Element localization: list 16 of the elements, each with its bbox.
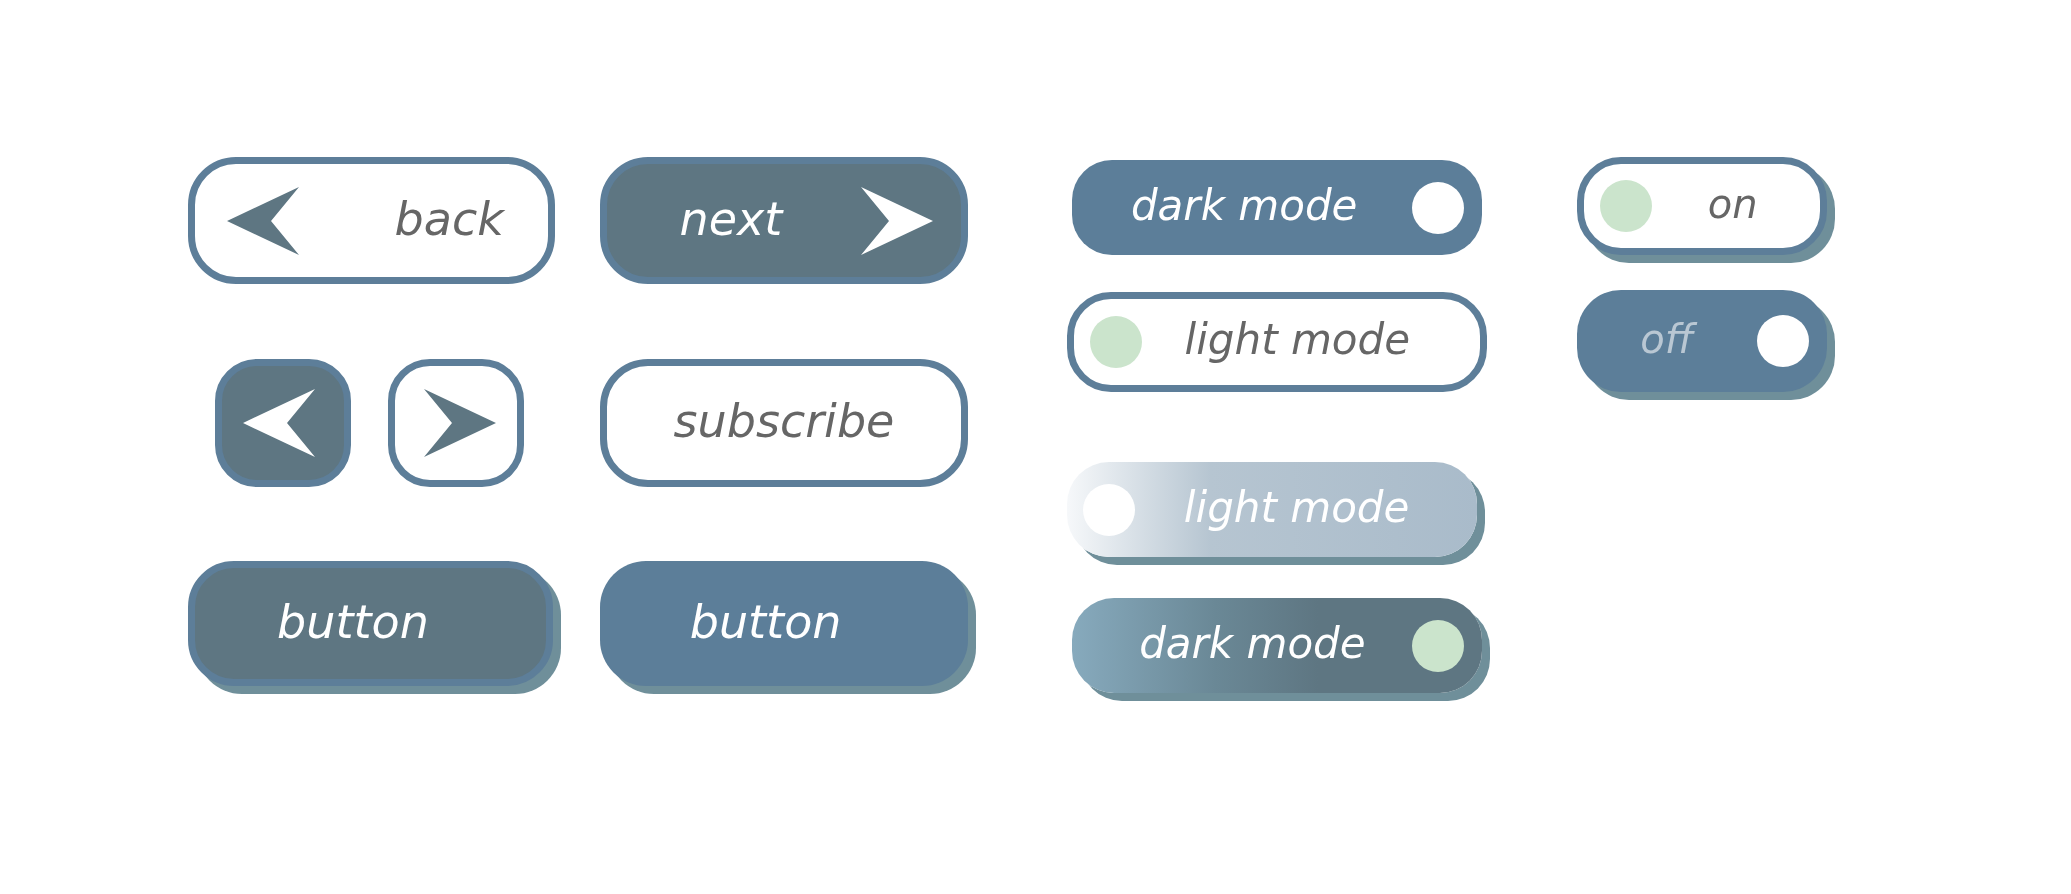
button-label: subscribe <box>673 398 895 445</box>
toggle-switch <box>1072 160 1482 255</box>
icon-button <box>215 359 351 487</box>
button <box>188 157 555 284</box>
button-label: light mode <box>1184 319 1411 362</box>
button-label: next <box>679 195 783 242</box>
button-label: light mode <box>1183 486 1410 529</box>
button-label: dark mode <box>1139 622 1366 665</box>
button-label: back <box>394 195 504 242</box>
icon-button <box>388 359 524 487</box>
button-label: button <box>689 598 842 645</box>
button <box>600 157 968 284</box>
button-label: on <box>1707 184 1758 225</box>
button-label: button <box>277 598 429 645</box>
button <box>600 359 968 487</box>
button-label: dark mode <box>1130 184 1358 227</box>
